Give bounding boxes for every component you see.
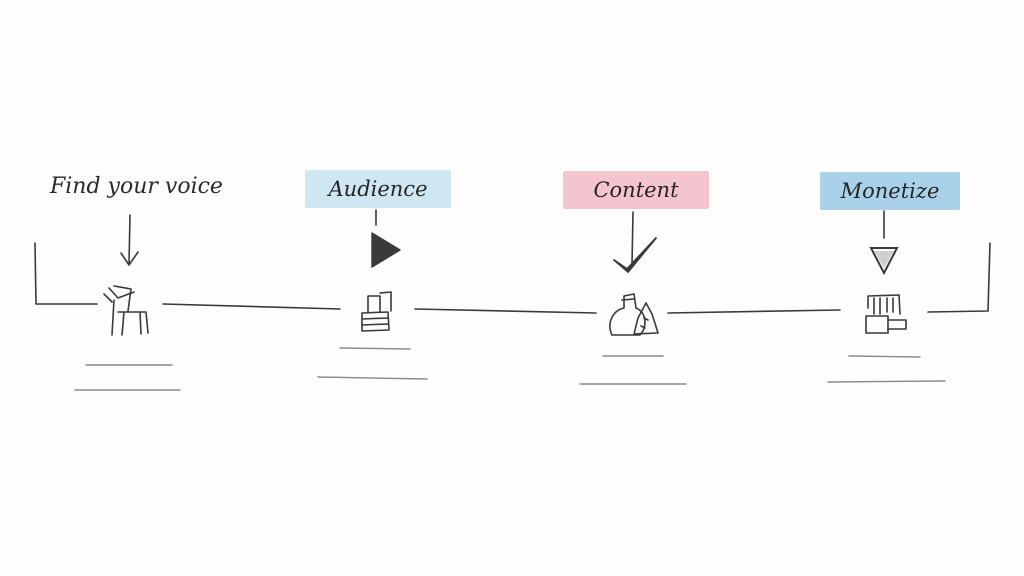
step-tag-content: Content — [563, 171, 709, 209]
timeline-segment-3 — [667, 309, 841, 314]
chair-icon — [103, 285, 149, 336]
step-label-find-your-voice: Find your voice — [50, 174, 223, 199]
placeholder-lines-step-2 — [317, 347, 428, 380]
bags-icon — [609, 293, 659, 336]
cash-register-icon — [865, 294, 907, 334]
down-triangle-icon — [869, 210, 899, 276]
placeholder-lines-step-4 — [827, 355, 946, 383]
timeline-segment-1 — [162, 303, 341, 310]
step-tag-monetize: Monetize — [820, 172, 960, 210]
placeholder-lines-step-3 — [579, 355, 687, 385]
stacked-books-icon — [361, 291, 392, 332]
placeholder-lines-step-1 — [74, 364, 181, 391]
timeline-left-bracket — [34, 242, 98, 305]
timeline-right-bracket — [927, 242, 991, 313]
timeline-segment-2 — [414, 308, 597, 314]
play-triangle-icon — [371, 209, 401, 268]
step-tag-audience: Audience — [305, 170, 451, 208]
checkmark-icon — [613, 211, 657, 273]
down-arrow-icon — [120, 214, 139, 266]
